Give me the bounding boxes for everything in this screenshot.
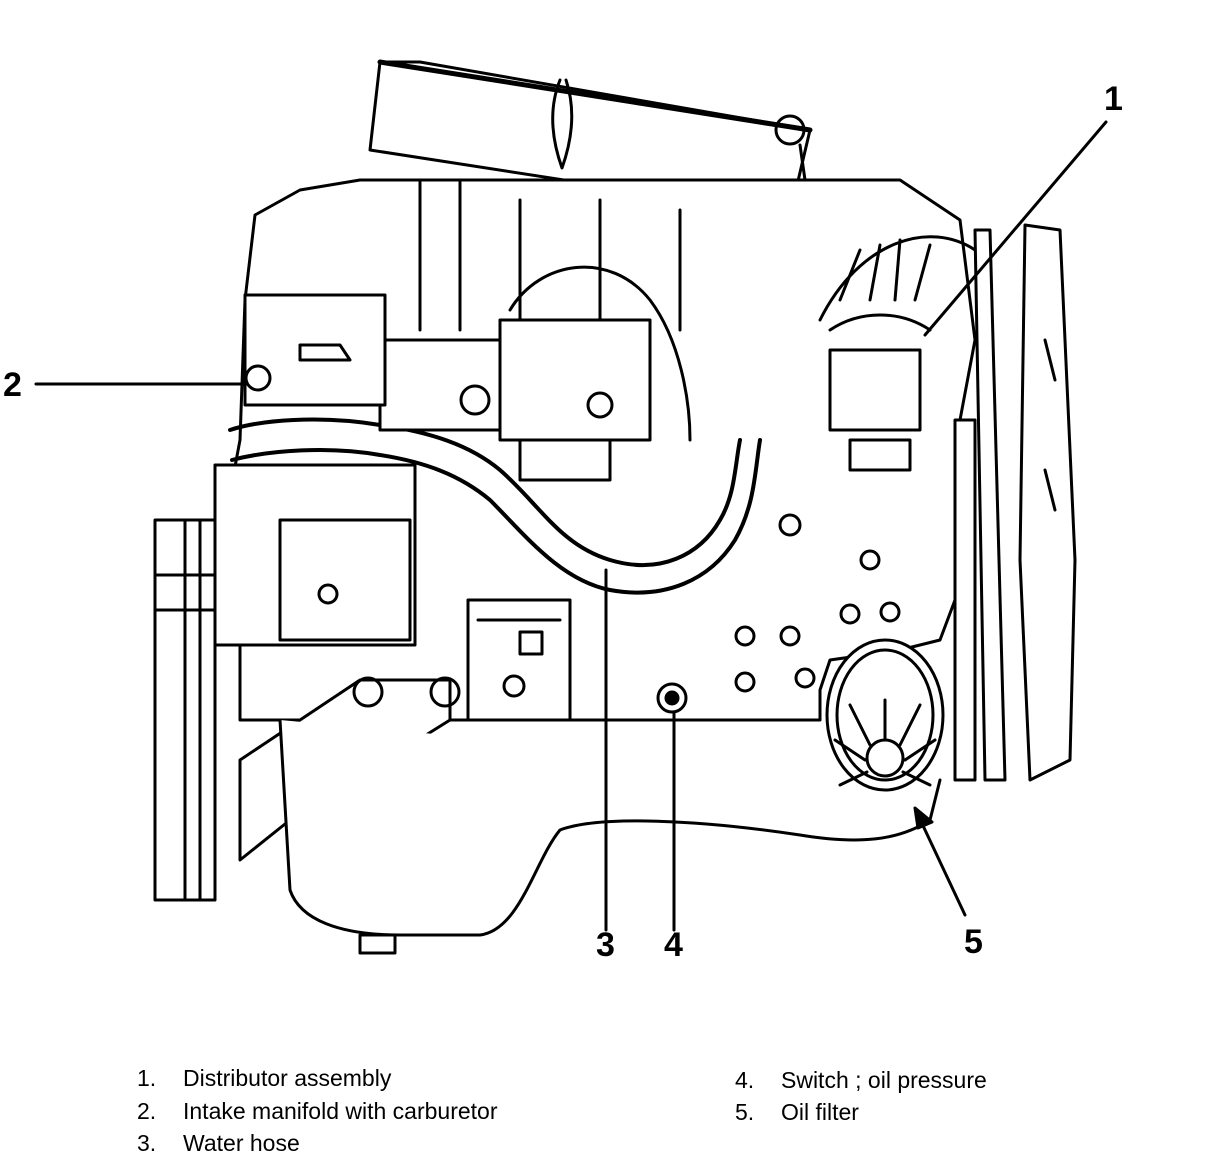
manifold-fitting-shape	[243, 293, 387, 407]
legend-label: Intake manifold with carburetor	[183, 1098, 498, 1124]
callout-3: 3	[596, 926, 615, 964]
leader-line-1	[923, 120, 1108, 337]
legend-number: 2.	[137, 1098, 157, 1124]
oil-pan-shape	[278, 718, 942, 955]
distributor-shape	[818, 235, 977, 472]
legend-number: 1.	[137, 1065, 157, 1091]
callout-2: 2	[3, 366, 22, 404]
leader-arrow-5	[913, 806, 934, 830]
legend-label: Distributor assembly	[183, 1065, 392, 1091]
oil-filter-shape	[825, 638, 945, 792]
fan-shape	[953, 223, 1077, 782]
legend-item-1: 1. Distributor assembly	[137, 1065, 391, 1091]
legend-label: Oil filter	[781, 1099, 859, 1125]
carburetor-shape	[378, 178, 692, 482]
callout-4: 4	[664, 926, 683, 964]
legend-number: 5.	[735, 1099, 755, 1125]
legend-label: Water hose	[183, 1130, 300, 1154]
oil-pressure-switch-shape	[656, 682, 688, 714]
block-bolts	[734, 513, 901, 693]
engine-mount-shape	[466, 598, 572, 722]
leader-line-5	[916, 813, 967, 917]
legend-item-2: 2. Intake manifold with carburetor	[137, 1098, 498, 1124]
legend-label: Switch ; oil pressure	[781, 1067, 987, 1093]
air-cleaner-shape	[368, 59, 813, 217]
callout-5: 5	[964, 923, 983, 961]
callout-leaders	[34, 120, 1108, 932]
callout-1: 1	[1104, 80, 1123, 118]
alternator-shape	[153, 463, 417, 902]
legend-item-5: 5. Oil filter	[735, 1099, 859, 1125]
legend-number: 3.	[137, 1130, 157, 1154]
legend-item-4: 4. Switch ; oil pressure	[735, 1067, 987, 1093]
legend-item-3: 3. Water hose	[137, 1130, 300, 1154]
legend-number: 4.	[735, 1067, 755, 1093]
